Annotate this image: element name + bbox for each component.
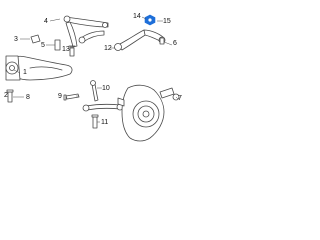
parts-diagram: 1 2 3 4 5 6 7 8 9 10 11 12 13 14 15 (0, 0, 200, 147)
lower-link (82, 103, 124, 112)
callout-8: 8 (26, 94, 30, 101)
callout-2: 2 (4, 92, 8, 99)
bolts (6, 37, 165, 129)
leader-lines (13, 16, 179, 123)
upper-link-arm (78, 30, 105, 44)
callout-12: 12 (104, 45, 112, 52)
callout-13: 13 (62, 46, 70, 53)
callout-3: 3 (14, 36, 18, 43)
callout-6: 6 (173, 40, 177, 47)
callout-5: 5 (41, 42, 45, 49)
callout-9: 9 (58, 93, 62, 100)
upper-control-arm (63, 15, 109, 48)
diagram-drawing (5, 14, 180, 142)
right-upper-arm (114, 29, 166, 51)
callout-11: 11 (101, 119, 109, 126)
highlighted-nut (144, 14, 156, 26)
bracket (30, 34, 61, 51)
callout-15: 15 (163, 18, 171, 25)
callout-1: 1 (23, 69, 27, 76)
callout-7: 7 (178, 95, 182, 102)
callout-4: 4 (44, 18, 48, 25)
trailing-arm (5, 55, 73, 81)
stabilizer-link (90, 80, 99, 102)
knuckle-hub-assembly (117, 84, 180, 142)
callout-14: 14 (133, 13, 141, 20)
callout-10: 10 (102, 85, 110, 92)
